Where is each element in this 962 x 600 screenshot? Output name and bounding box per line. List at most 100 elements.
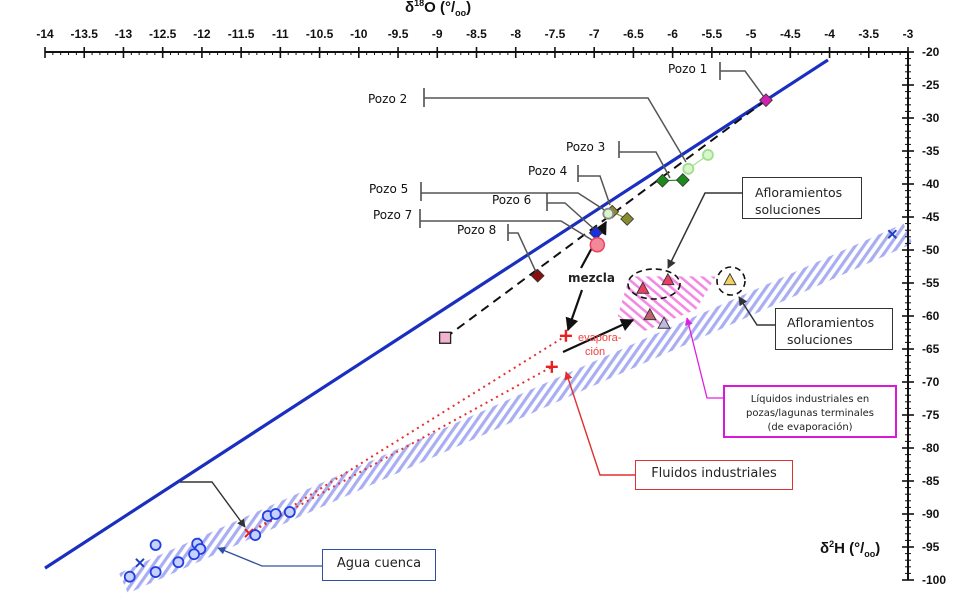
pozo1-label: Pozo 1 <box>668 62 707 76</box>
pozo-5-point <box>602 207 615 220</box>
linea-de-mezcla-line <box>444 99 767 339</box>
pozo3-leader-line <box>619 151 671 179</box>
y-tick-label: -50 <box>922 243 940 257</box>
agua-cuenca-point <box>249 529 262 542</box>
pozo-2-point <box>702 149 714 161</box>
y-tick-label: -35 <box>922 144 940 158</box>
agua-cuenca-banda <box>118 223 913 594</box>
pozo3-label: Pozo 3 <box>566 140 605 154</box>
liquidos-box-line2: pozas/lagunas terminales <box>745 408 874 419</box>
pozo2-label: Pozo 2 <box>368 92 407 106</box>
fluidos-industriales-point <box>545 360 558 373</box>
y-tick-label: -25 <box>922 78 940 92</box>
y-tick-label: -20 <box>922 45 940 59</box>
y-tick-label: -85 <box>922 474 940 488</box>
x-tick-label: -13 <box>115 27 133 41</box>
evaporacion-label-2: ción <box>585 346 605 358</box>
pozo-7-point <box>589 236 606 253</box>
pozo-6-point <box>588 225 603 240</box>
afloramientos-2-arrow <box>738 296 775 326</box>
x-tick-label: -12.5 <box>149 27 177 41</box>
x-tick-label: -10 <box>350 27 368 41</box>
agua-cuenca-point <box>149 566 162 578</box>
y-tick-label: -100 <box>922 573 946 587</box>
x-tick-label: -6.5 <box>623 27 644 41</box>
pozo-3-point <box>655 173 670 188</box>
liquidos-industriales-2-point <box>657 316 671 329</box>
mezcla-arrow-down <box>565 289 584 332</box>
afloramientos-soluciones-point <box>636 281 650 294</box>
y-tick-label: -80 <box>922 441 940 455</box>
liquidos-box-line3: (de evaporación) <box>767 422 853 433</box>
agua-cuenca-point <box>172 556 185 569</box>
agua-cuenca-point <box>283 506 296 518</box>
agua-cuenca-x-point <box>887 229 898 239</box>
x-tick-label: -3 <box>903 27 914 41</box>
fluidos-industriales-point <box>559 329 572 342</box>
y-tick-label: -40 <box>922 177 940 191</box>
x-tick-label: -4.5 <box>780 27 801 41</box>
liquidos-industriales-box: Líquidos industriales en pozas/lagunas t… <box>723 385 897 438</box>
y-tick-label: -75 <box>922 408 940 422</box>
pozo-1-point <box>759 93 773 108</box>
x-tick-label: -11 <box>272 27 289 41</box>
x-tick-label: -5.5 <box>702 27 723 41</box>
fuente-arrow <box>180 481 246 528</box>
fluidos-industriales-box: Fluidos industriales <box>635 460 793 490</box>
lines-layer <box>44 58 829 570</box>
liquidos-industriales-point <box>643 307 657 321</box>
afloramientos-box-1: Afloramientos soluciones <box>742 177 862 219</box>
y-tick-label: -60 <box>922 309 940 323</box>
y-axis-title: δ2H (°/oo) <box>820 539 881 559</box>
evaporacion-arrow <box>562 318 635 354</box>
agua-cuenca-point <box>149 539 162 551</box>
x-tick-label: -8.5 <box>466 27 487 41</box>
x-tick-label: -11.5 <box>228 27 255 41</box>
x-tick-label: -12 <box>193 27 211 41</box>
y-tick-label: -45 <box>922 210 940 224</box>
afloramientos-box-2-line1: Afloramientos <box>787 315 875 330</box>
evaporacion-1-line <box>248 334 567 534</box>
agua-cuenca-box: Agua cuenca <box>322 549 436 581</box>
afloramientos-soluciones-point <box>661 272 675 286</box>
agua-cuenca-point <box>123 570 136 583</box>
pozo8-label: Pozo 8 <box>457 223 496 237</box>
pozo-2-point <box>682 162 695 175</box>
liquidos-box-line1: Líquidos industriales en <box>750 394 870 405</box>
pozo6-leader-line <box>547 202 595 230</box>
x-tick-label: -4 <box>824 27 835 41</box>
extremo-mezcla-point <box>438 331 452 344</box>
pozo5-label: Pozo 5 <box>369 182 408 196</box>
pozo2-leader-line <box>424 97 687 163</box>
afloramientos-soluciones-2-point <box>723 272 737 286</box>
x-tick-label: -13.5 <box>71 27 99 41</box>
afloramientos-box-2-line2: soluciones <box>787 332 853 347</box>
leaders-layer <box>180 62 775 567</box>
x-tick-label: -14 <box>36 27 54 41</box>
x-tick-label: -10.5 <box>306 27 334 41</box>
agua-cuenca-x-point <box>135 558 145 568</box>
x-tick-label: -7.5 <box>545 27 566 41</box>
y-tick-label: -30 <box>922 111 940 125</box>
y-tick-label: -65 <box>922 342 940 356</box>
agua-cuenca-point <box>269 508 282 520</box>
x-tick-label: -9.5 <box>388 27 409 41</box>
pozo8-leader-line <box>508 232 537 273</box>
afloramientos-ellipse-1 <box>627 268 681 300</box>
x-tick-label: -6 <box>667 27 678 41</box>
afloramientos-box-2: Afloramientos soluciones <box>775 308 893 350</box>
x-tick-label: -8 <box>510 27 521 41</box>
x-tick-label: -9 <box>432 27 443 41</box>
pozo7-leader-line <box>420 220 593 241</box>
pozo-4-point <box>620 212 635 226</box>
pozo5-leader-line <box>421 192 607 212</box>
pozo-3-point <box>675 173 690 187</box>
markers-layer <box>123 93 898 583</box>
axes-layer: -14 -13.5 -13 -12.5 -12 -11.5 -11 -10.5 -10 -9.5 -… <box>36 27 946 587</box>
afloramientos-box-1-line2: soluciones <box>755 202 821 217</box>
agua-cuenca-point <box>188 548 200 561</box>
pozo-8-point <box>530 268 545 283</box>
pozo4-label: Pozo 4 <box>528 164 567 178</box>
x-axis-title: δ18O (°/oo) <box>405 0 472 18</box>
